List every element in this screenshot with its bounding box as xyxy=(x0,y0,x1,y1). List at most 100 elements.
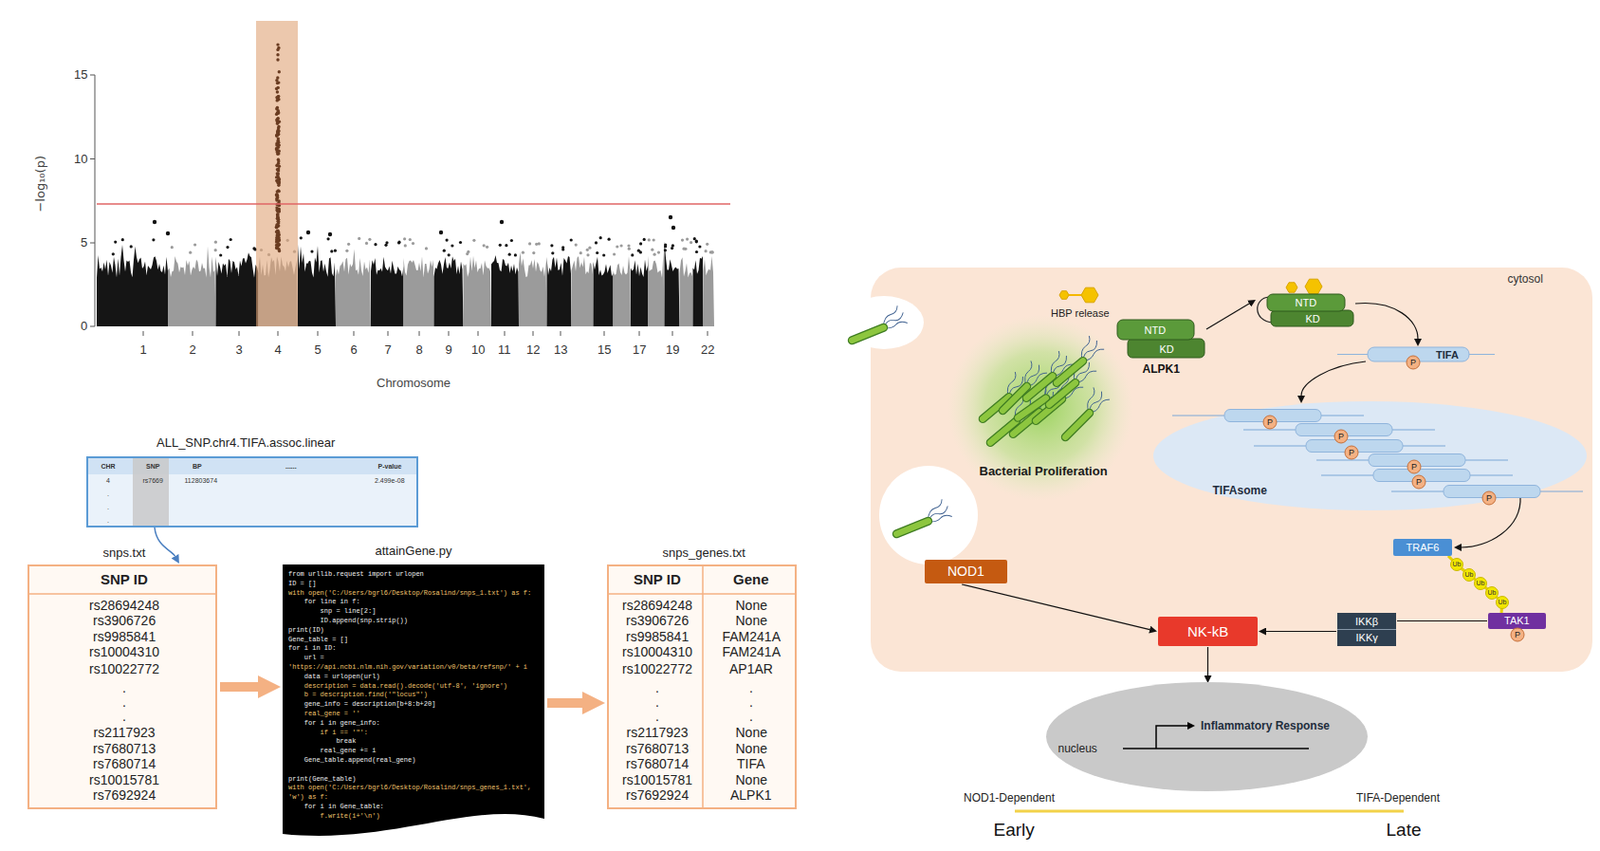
label-text: 1 xyxy=(140,342,148,358)
node-text: . xyxy=(122,680,127,697)
node-text: rs10015781 xyxy=(622,772,693,789)
manhattan-bands xyxy=(96,236,715,327)
snp-dot xyxy=(276,158,280,162)
snp-dot xyxy=(357,237,361,240)
kinase-shape: NTDKDALPK1 xyxy=(1117,319,1205,358)
code-line: real_gene += i xyxy=(288,746,376,756)
snp-dot xyxy=(275,230,278,234)
x-ticks xyxy=(143,331,708,336)
snp-dot xyxy=(152,220,157,224)
snp-dot xyxy=(689,240,693,244)
snp-dot xyxy=(626,243,630,247)
code-line: 'https://api.ncbi.nlm.nih.gov/variation/… xyxy=(288,662,528,673)
node-text: rs2117923 xyxy=(93,724,156,741)
snp-dot xyxy=(586,248,589,252)
node-text: 2.499e-08 xyxy=(374,477,405,485)
code-line: if i == '"': xyxy=(288,728,368,738)
chromosome-band xyxy=(434,256,464,327)
node-text: attainGene.py xyxy=(375,543,453,559)
snp-dot xyxy=(151,238,155,241)
snp-dot xyxy=(408,238,412,241)
label-text: 15 xyxy=(73,67,88,83)
node-text: Ub xyxy=(1476,579,1486,588)
node-text: . xyxy=(655,680,660,697)
snp-dot xyxy=(663,244,667,248)
snp-dot xyxy=(685,238,689,241)
label-text: 4 xyxy=(275,342,282,358)
node-text: IKKβ xyxy=(1355,615,1379,628)
label-text: 13 xyxy=(553,342,568,358)
node-text: None xyxy=(735,612,768,629)
snp-dot xyxy=(445,239,449,242)
ubiquitin-circle: Ub xyxy=(1450,557,1464,571)
snp-dot xyxy=(275,98,279,102)
chromosome-band xyxy=(297,244,336,327)
node-text: SNP ID xyxy=(633,570,681,589)
node-text: rs9985841 xyxy=(625,628,689,645)
snp-dot xyxy=(276,180,280,184)
snp-dot xyxy=(442,249,446,253)
data-table: ALL_SNP.chr4.TIFA.assoc.linearCHRSNPBP..… xyxy=(86,456,419,528)
snp-dot xyxy=(214,240,218,244)
snp-dot xyxy=(276,216,280,220)
label-text: 0 xyxy=(80,318,88,334)
node-text: TRAF6 xyxy=(1406,541,1440,554)
connector xyxy=(1355,303,1418,339)
node-text: SNP ID xyxy=(100,570,148,589)
snp-dot xyxy=(306,230,311,235)
chromosome-band xyxy=(96,244,168,327)
snp-dot xyxy=(193,242,197,246)
node-text: . xyxy=(749,680,754,697)
snp-dot xyxy=(465,252,469,256)
snp-dot xyxy=(347,242,350,246)
snp-dot xyxy=(276,183,280,187)
snp-dot xyxy=(276,151,280,155)
snp-dot xyxy=(482,243,486,247)
snp-dot xyxy=(165,231,170,236)
node-text: cytosol xyxy=(1508,272,1544,286)
code-line: Gene_table.append(real_gene) xyxy=(288,755,416,766)
connector xyxy=(154,527,176,556)
snp-dot xyxy=(219,253,222,257)
snp-dot xyxy=(670,246,674,250)
snp-dot xyxy=(671,243,675,247)
protein-box: TRAF6 xyxy=(1393,538,1453,556)
node-text: None xyxy=(735,724,768,741)
snp-dot xyxy=(277,209,281,213)
node-outline xyxy=(1046,681,1368,791)
shape-part xyxy=(1406,355,1420,369)
shape-part xyxy=(132,458,169,526)
snp-dot xyxy=(121,238,125,241)
snp-dot xyxy=(695,250,699,254)
y-axis xyxy=(90,74,95,327)
code-line: b = description.find('"locus"') xyxy=(288,690,428,700)
code-line: 'w') as f: xyxy=(288,792,329,803)
shape-part xyxy=(1127,338,1205,358)
snp-dot xyxy=(275,87,278,91)
code-line: snp = line[2:] xyxy=(288,606,376,617)
node-text: . xyxy=(749,708,754,725)
label-text: 8 xyxy=(416,342,423,358)
code-line: from urllib.request import urlopen xyxy=(288,570,424,580)
label-text: 10 xyxy=(73,151,88,167)
shape-part xyxy=(1344,445,1359,460)
snp-dot xyxy=(275,90,279,93)
vacuole xyxy=(844,295,924,350)
code-line: data = urlopen(url) xyxy=(288,672,381,682)
snp-dot xyxy=(532,251,535,255)
vacuole xyxy=(879,465,978,565)
node-text: . xyxy=(655,708,660,725)
snp-dot xyxy=(275,212,279,216)
snp-dot xyxy=(276,94,280,98)
snp-dot xyxy=(276,166,280,170)
bacterium xyxy=(845,304,907,345)
node-text: P xyxy=(1411,461,1417,473)
snp-dot xyxy=(698,244,701,248)
node-text: FAM241A xyxy=(722,628,781,645)
snp-dot xyxy=(367,238,371,241)
snp-dot xyxy=(504,243,508,247)
snp-dot xyxy=(404,243,407,247)
node-text: rs7680714 xyxy=(92,755,156,773)
snp-dot xyxy=(498,243,502,247)
